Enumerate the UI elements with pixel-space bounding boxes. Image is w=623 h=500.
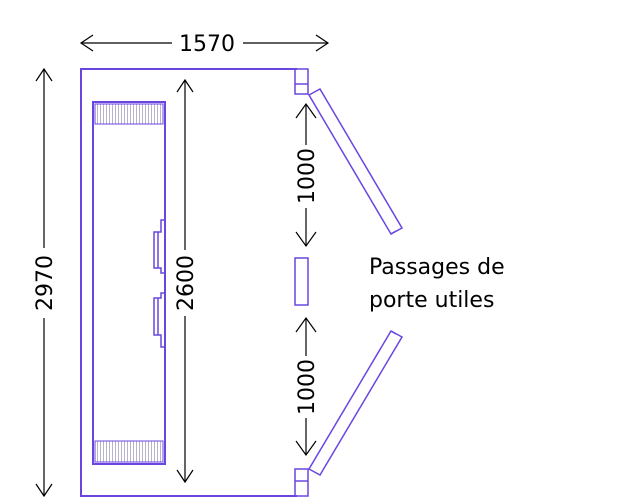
dim-passage-top-label: 1000 <box>295 148 320 204</box>
dim-passage-bottom: 1000 <box>295 316 320 457</box>
dim-overall-depth-label: 2970 <box>33 255 58 311</box>
bottom-hatch-panel <box>94 440 164 463</box>
bracket-lower <box>153 292 165 348</box>
door-lower <box>307 329 404 477</box>
dim-overall-width-label: 1570 <box>179 32 235 57</box>
door-upper <box>307 87 404 236</box>
note-line-2: porte utiles <box>369 288 494 313</box>
dim-inner-length-label: 2600 <box>174 255 199 311</box>
bracket-upper <box>153 219 165 274</box>
enclosure-outline <box>80 68 309 497</box>
dim-passage-bottom-label: 1000 <box>295 359 320 415</box>
dim-passage-top: 1000 <box>295 102 320 248</box>
inner-frame <box>92 101 166 465</box>
top-hatch-panel <box>94 103 164 125</box>
dim-overall-depth: 2970 <box>33 67 58 498</box>
dim-overall-width: 1570 <box>79 32 330 57</box>
dim-inner-length: 2600 <box>174 78 199 484</box>
center-mullion <box>294 257 309 306</box>
note-line-1: Passages de <box>369 255 505 280</box>
